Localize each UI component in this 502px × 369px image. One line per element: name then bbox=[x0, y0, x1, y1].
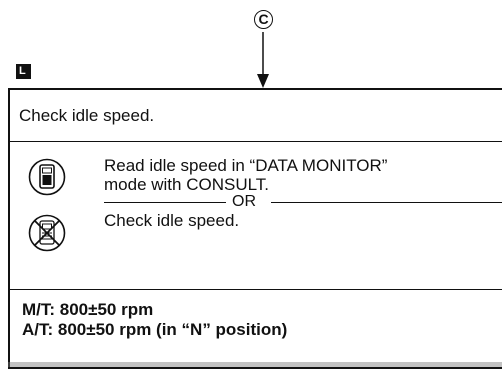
section-marker-letter: L bbox=[19, 65, 26, 77]
consult-instruction-line2: mode with CONSULT. bbox=[104, 175, 270, 194]
callout-letter: C bbox=[258, 11, 269, 27]
section-marker: L bbox=[16, 64, 31, 79]
check-idle-speed-heading: Check idle speed. bbox=[19, 106, 155, 125]
down-arrow-icon bbox=[257, 32, 269, 88]
or-label: OR bbox=[232, 193, 256, 210]
spec-at: A/T: 800±50 rpm (in “N” position) bbox=[22, 320, 288, 339]
consult-instruction-line1: Read idle speed in “DATA MONITOR” bbox=[104, 156, 388, 175]
divider-1 bbox=[8, 141, 502, 142]
consult-tool-icon bbox=[28, 158, 66, 196]
no-tools-instruction: Check idle speed. bbox=[104, 211, 240, 230]
divider-2 bbox=[8, 289, 502, 290]
box-bottom-edge bbox=[8, 362, 502, 367]
callout-circle-label: C bbox=[254, 10, 273, 29]
procedure-box bbox=[8, 88, 502, 369]
or-right-line bbox=[271, 202, 502, 203]
spec-mt: M/T: 800±50 rpm bbox=[22, 300, 154, 319]
no-tools-icon bbox=[28, 214, 66, 252]
or-left-line bbox=[104, 202, 226, 203]
